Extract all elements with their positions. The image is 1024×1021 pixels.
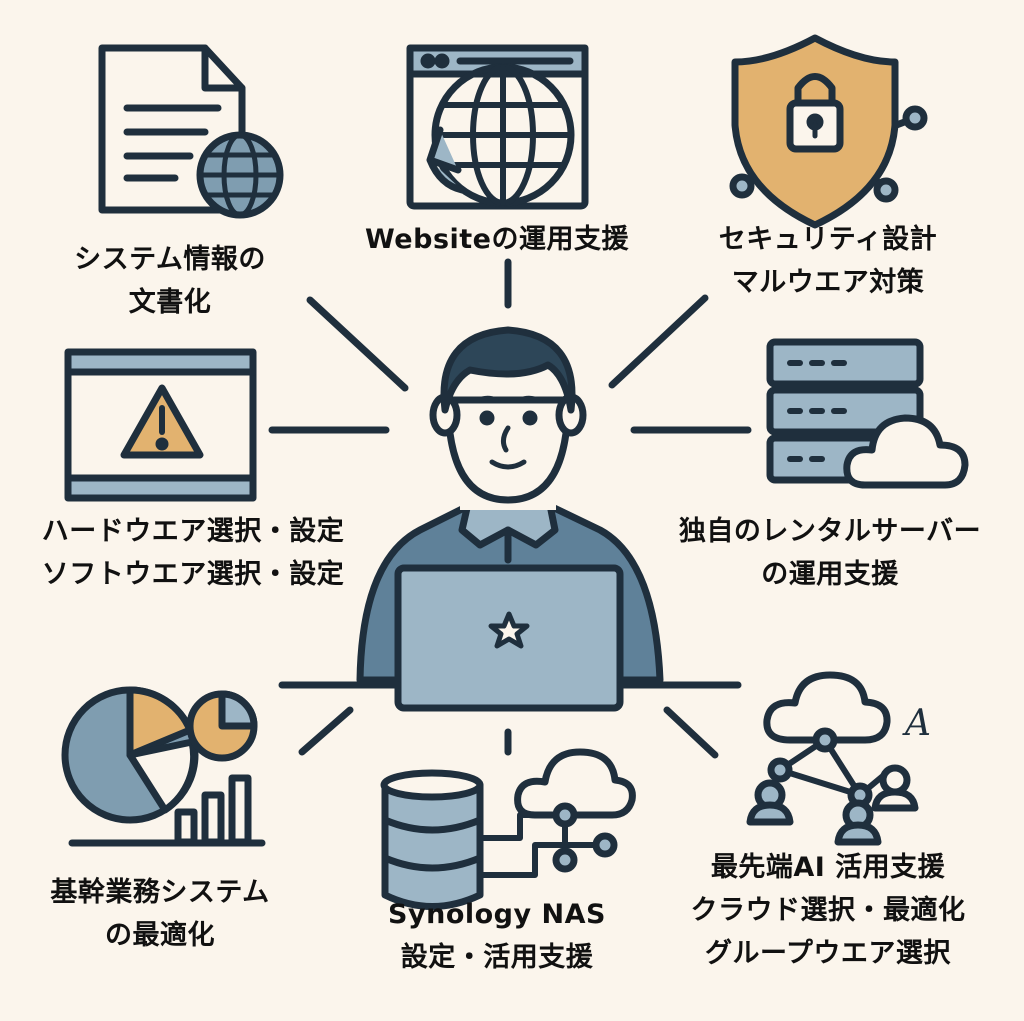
label-line: 独自のレンタルサーバー [678, 516, 982, 547]
label-line: Synology NAS [388, 899, 606, 930]
label-line: クラウド選択・最適化 [690, 895, 966, 926]
label-rental-server: 独自のレンタルサーバー の運用支援 [679, 510, 981, 596]
label-line: 基幹業務システム [50, 877, 270, 908]
label-website-operation: Websiteの運用支援 [365, 218, 629, 261]
label-line: 設定・活用支援 [400, 942, 594, 973]
label-line: Websiteの運用支援 [364, 224, 630, 255]
label-line: 最先端AI 活用支援 [710, 852, 946, 883]
warning-window-icon [64, 348, 257, 502]
pie-bar-chart-icon [61, 686, 266, 847]
label-line: の運用支援 [761, 559, 899, 590]
person-with-laptop [278, 326, 742, 712]
label-synology-nas: Synology NAS 設定・活用支援 [388, 893, 606, 979]
label-hardware-software: ハードウエア選択・設定 ソフトウエア選択・設定 [42, 510, 345, 596]
nas-cloud-icon [380, 748, 636, 910]
server-cloud-icon [766, 338, 969, 489]
label-line: マルウエア対策 [731, 267, 925, 298]
website-globe-icon [406, 44, 589, 210]
label-line: 文書化 [128, 287, 212, 318]
ai-cloud-network-icon: A [746, 671, 931, 846]
label-line: システム情報の [74, 244, 266, 275]
label-line: グループウエア選択 [705, 938, 951, 969]
label-core-business-system: 基幹業務システム の最適化 [50, 871, 269, 957]
label-security-design: セキュリティ設計 マルウエア対策 [719, 218, 937, 304]
label-system-documentation: システム情報の 文書化 [74, 238, 266, 324]
label-line: セキュリティ設計 [718, 224, 938, 255]
security-shield-lock-icon [729, 34, 928, 229]
label-line: ソフトウエア選択・設定 [41, 559, 345, 590]
label-line: の最適化 [104, 920, 215, 951]
label-ai-cloud-groupware: 最先端AI 活用支援 クラウド選択・最適化 グループウエア選択 [691, 846, 966, 975]
svg-text:A: A [902, 703, 931, 744]
label-line: ハードウエア選択・設定 [41, 516, 345, 547]
document-globe-icon [98, 44, 284, 219]
connector-rays [268, 258, 752, 759]
